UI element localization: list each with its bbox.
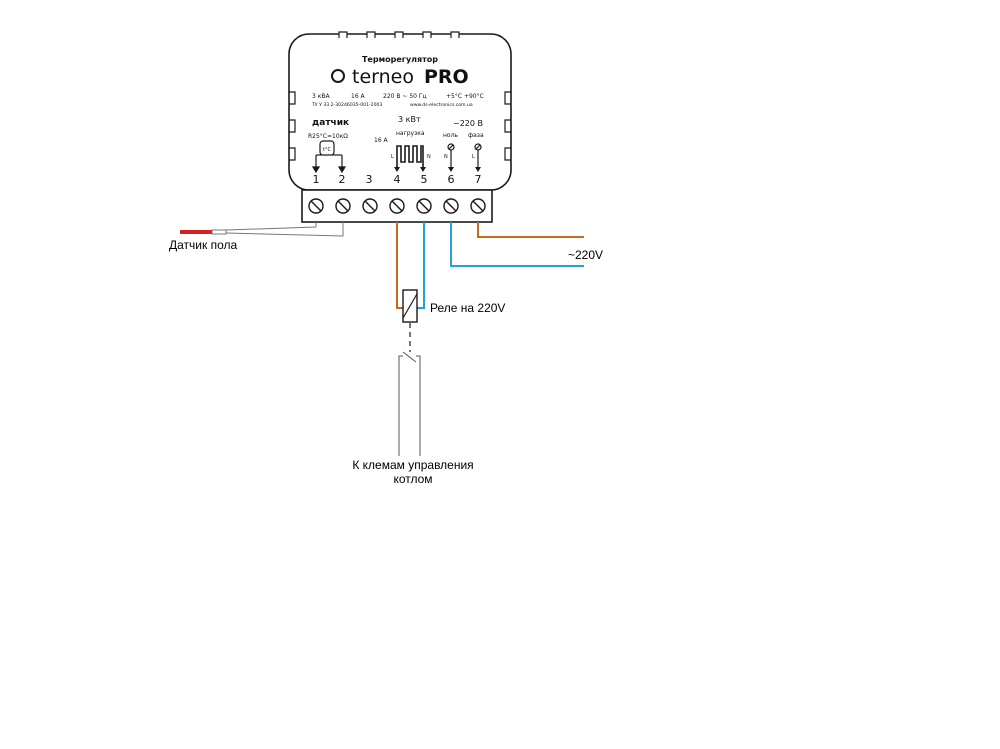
screw-icon (443, 198, 459, 214)
load-l: L (391, 154, 394, 160)
neutral-label: ноль (443, 132, 458, 139)
load-label: нагрузка (396, 130, 425, 137)
screw-icon (308, 198, 324, 214)
load-power: 3 кВт (398, 115, 421, 124)
terminal-numbers: 1 2 3 4 5 6 7 (313, 173, 482, 186)
boiler-label-line1: К клемам управления (352, 458, 473, 472)
terminal-number: 5 (421, 173, 428, 186)
terminal-number: 7 (475, 173, 482, 186)
device-subtitle: Терморегулятор (362, 55, 438, 64)
spec-current: 16 А (351, 93, 366, 100)
brand-logo-icon (331, 69, 345, 83)
relay-label: Реле на 220V (430, 301, 505, 315)
spec-tu: TУ У 33.2-30246035-001-2003 (311, 102, 382, 108)
screw-icon (470, 198, 486, 214)
boiler-control-wires (398, 351, 421, 456)
brand-name: terneo (352, 66, 414, 88)
neutral-mark: N (444, 154, 448, 160)
mains-label: ~220V (568, 248, 603, 262)
phase-arrow (475, 167, 481, 172)
screw-icon (335, 198, 351, 214)
phase-wire (477, 222, 584, 238)
sensor-label: датчик (312, 118, 349, 128)
top-tabs (338, 31, 460, 38)
neutral-wire (450, 222, 584, 267)
phase-label: фаза (468, 132, 484, 139)
terminal-number: 1 (313, 173, 320, 186)
neutral-arrow (448, 167, 454, 172)
phase-mark: L (472, 154, 475, 160)
spec-power: 3 кВА (312, 93, 330, 100)
thermostat-body: Терморегулятор terneo PRO 3 кВА 16 А 220… (288, 31, 512, 191)
terminal-block (301, 189, 493, 223)
model-name: PRO (424, 66, 469, 88)
load-n: N (427, 154, 431, 160)
floor-sensor-wires (225, 222, 344, 237)
load-arrow-n (420, 167, 426, 172)
heater-icon (396, 145, 424, 170)
boiler-label-line2: котлом (393, 472, 432, 486)
floor-sensor-label: Датчик пола (169, 238, 237, 252)
terminal-number: 4 (394, 173, 401, 186)
relay-icon (402, 289, 418, 323)
floor-sensor-tip (211, 229, 227, 235)
load-arrow-l (394, 167, 400, 172)
spec-voltage: 220 В ~ 50 Гц (383, 93, 427, 100)
spec-temp: +5°С +90°С (446, 93, 484, 100)
screw-icon (362, 198, 378, 214)
mains-voltage: ~220 В (453, 119, 483, 128)
side-tabs (289, 91, 511, 161)
relay-phase-wire (396, 222, 403, 309)
relay-neutral-wire (417, 222, 425, 309)
screw-icon (416, 198, 432, 214)
spec-site: www.ds-electronics.com.ua (410, 102, 473, 108)
terminal-number: 6 (448, 173, 455, 186)
terminal-number: 2 (339, 173, 346, 186)
terminal-screws (308, 198, 486, 214)
mains-terminal-icons (447, 143, 482, 170)
thermistor-icon (311, 140, 347, 174)
terminal-number: 3 (366, 173, 373, 186)
thermistor-symbol: t°C (323, 147, 331, 153)
sensor-spec: R25°C=10кΩ (308, 133, 348, 140)
load-current: 16 А (374, 137, 389, 144)
screw-icon (389, 198, 405, 214)
